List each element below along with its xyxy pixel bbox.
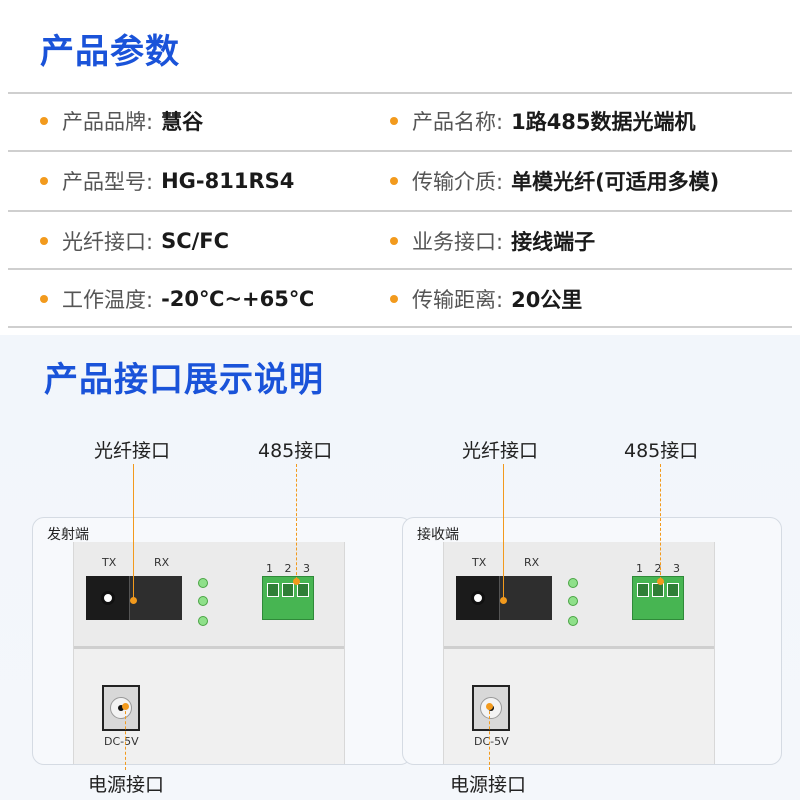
- bullet-dot: [40, 117, 48, 125]
- param-label: 业务接口:: [412, 230, 504, 254]
- param-value: 1路485数据光端机: [511, 110, 696, 134]
- terminal-slot: [637, 583, 649, 597]
- terminal-block: [632, 576, 684, 620]
- param-value: 慧谷: [161, 110, 204, 134]
- device-panel: TX RX 1 2 3 DC-5V: [443, 542, 715, 764]
- rs485-leader-dot: [657, 578, 664, 585]
- fiber-hole-icon: [101, 591, 115, 605]
- bullet-dot: [40, 295, 48, 303]
- product-params-section: [0, 0, 800, 335]
- tx-label: TX: [472, 556, 487, 569]
- power-callout-left: 电源接口: [88, 774, 165, 796]
- fiber-port: [86, 576, 182, 620]
- terminal-numbers: 1 2 3: [266, 562, 314, 575]
- led-indicator: [198, 596, 208, 606]
- card-label: 发射端: [47, 527, 89, 543]
- param-value: -20℃~+65℃: [161, 287, 315, 311]
- param-medium: 传输介质: 单模光纤(可适用多模): [390, 166, 719, 196]
- fiber-port-socket: [86, 576, 130, 620]
- fiber-leader-dot: [130, 597, 137, 604]
- fiber-leader-line: [503, 464, 504, 600]
- transmitter-card: 发射端 TX RX 1 2 3 DC-5V: [32, 517, 412, 765]
- rs485-leader-line: [296, 464, 297, 580]
- param-value: 20公里: [511, 288, 583, 312]
- tx-label: TX: [102, 556, 117, 569]
- param-product-name: 产品名称: 1路485数据光端机: [390, 106, 696, 136]
- bullet-dot: [390, 117, 398, 125]
- led-indicator: [198, 616, 208, 626]
- rs485-leader-line: [660, 464, 661, 580]
- divider: [8, 268, 792, 270]
- bullet-dot: [40, 177, 48, 185]
- power-leader-dot: [486, 703, 493, 710]
- params-title: 产品参数: [40, 32, 180, 72]
- bullet-dot: [390, 295, 398, 303]
- power-callout-right: 电源接口: [450, 774, 527, 796]
- param-label: 产品品牌:: [62, 110, 154, 134]
- param-value: 接线端子: [511, 230, 596, 254]
- device-lower-panel: DC-5V: [74, 646, 344, 764]
- terminal-numbers: 1 2 3: [636, 562, 684, 575]
- power-leader-line: [125, 706, 126, 770]
- fiber-callout-right: 光纤接口: [462, 440, 539, 462]
- terminal-block: [262, 576, 314, 620]
- param-distance: 传输距离: 20公里: [390, 284, 582, 314]
- dc-label: DC-5V: [474, 735, 509, 748]
- receiver-card: 接收端 TX RX 1 2 3 DC-5V: [402, 517, 782, 765]
- dc-label: DC-5V: [104, 735, 139, 748]
- fiber-leader-line: [133, 464, 134, 600]
- power-leader-dot: [122, 703, 129, 710]
- param-label: 传输距离:: [412, 288, 504, 312]
- param-label: 产品型号:: [62, 170, 154, 194]
- led-indicator: [198, 578, 208, 588]
- bullet-dot: [390, 237, 398, 245]
- terminal-slot: [267, 583, 279, 597]
- led-indicator: [568, 596, 578, 606]
- dc-power-jack: [102, 685, 140, 731]
- dc-power-jack: [472, 685, 510, 731]
- param-value: SC/FC: [161, 229, 230, 253]
- param-label: 工作温度:: [62, 288, 154, 312]
- rs485-leader-dot: [293, 578, 300, 585]
- param-temperature: 工作温度: -20℃~+65℃: [40, 284, 314, 314]
- param-model: 产品型号: HG-811RS4: [40, 166, 294, 196]
- param-label: 传输介质:: [412, 170, 504, 194]
- terminal-slot: [297, 583, 309, 597]
- fiber-port-socket: [456, 576, 500, 620]
- rx-label: RX: [154, 556, 170, 569]
- led-indicator: [568, 578, 578, 588]
- card-label: 接收端: [417, 527, 459, 543]
- device-panel: TX RX 1 2 3 DC-5V: [73, 542, 345, 764]
- param-service-interface: 业务接口: 接线端子: [390, 226, 595, 256]
- param-label: 产品名称:: [412, 110, 504, 134]
- interface-title: 产品接口展示说明: [44, 360, 324, 400]
- param-brand: 产品品牌: 慧谷: [40, 106, 203, 136]
- rs485-callout-left: 485接口: [258, 440, 333, 462]
- fiber-callout-left: 光纤接口: [94, 440, 171, 462]
- terminal-slot: [667, 583, 679, 597]
- param-fiber-interface: 光纤接口: SC/FC: [40, 226, 229, 256]
- dc-jack-icon: [110, 697, 132, 719]
- fiber-port: [456, 576, 552, 620]
- led-indicator: [568, 616, 578, 626]
- fiber-hole-icon: [471, 591, 485, 605]
- param-value: 单模光纤(可适用多模): [511, 170, 720, 194]
- bullet-dot: [390, 177, 398, 185]
- divider: [8, 210, 792, 212]
- terminal-slot: [652, 583, 664, 597]
- divider: [8, 326, 792, 328]
- param-label: 光纤接口:: [62, 230, 154, 254]
- fiber-leader-dot: [500, 597, 507, 604]
- divider: [8, 92, 792, 94]
- divider: [8, 150, 792, 152]
- param-value: HG-811RS4: [161, 169, 295, 193]
- rx-label: RX: [524, 556, 540, 569]
- dc-pin-icon: [118, 705, 124, 711]
- terminal-slot: [282, 583, 294, 597]
- power-leader-line: [489, 706, 490, 770]
- rs485-callout-right: 485接口: [624, 440, 699, 462]
- device-lower-panel: DC-5V: [444, 646, 714, 764]
- bullet-dot: [40, 237, 48, 245]
